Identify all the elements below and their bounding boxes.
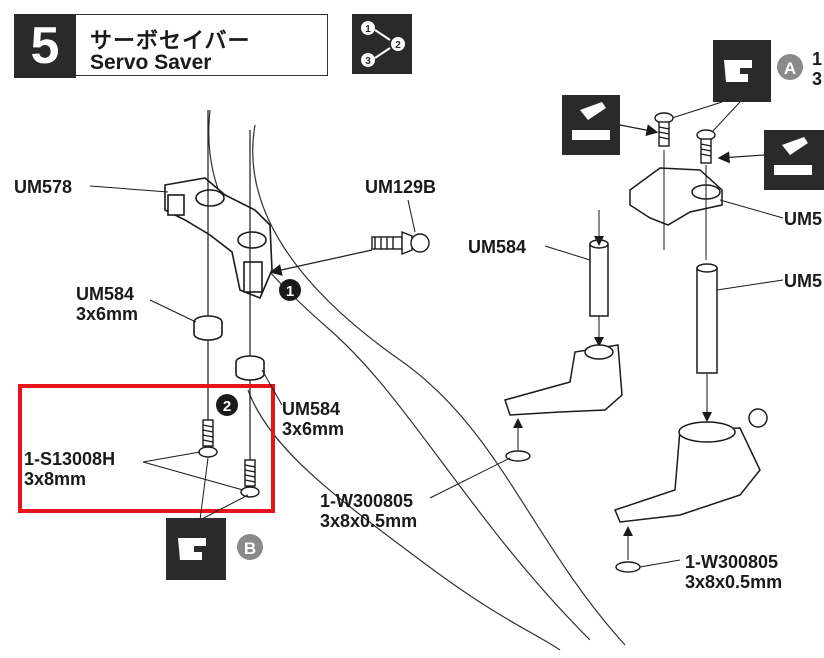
label-um584-mid-size: 3x6mm: [282, 419, 345, 439]
label-w300805-b-size: 3x8x0.5mm: [685, 572, 783, 592]
finger-point-icon-a: A: [671, 40, 803, 133]
screw-right-1: [654, 112, 674, 147]
um584-spacer-mid: [235, 355, 265, 381]
label-um578: UM578: [14, 177, 73, 197]
screw-right-2: [696, 129, 716, 164]
guide-curve-2: [252, 124, 626, 646]
order-sequence-icon: 1 2 3: [352, 14, 412, 74]
highlight-box: [18, 384, 275, 513]
label-w300805-b: 1-W300805: [685, 552, 779, 572]
finger-point-icon-b: B: [166, 457, 263, 580]
step-title-box: サーボセイバー Servo Saver: [76, 14, 328, 76]
label-edge-1: 1: [812, 49, 823, 69]
um584-post-right-2: [696, 263, 718, 374]
screw-lock-icon-2: [717, 130, 824, 190]
label-edge-3: 3: [812, 69, 823, 89]
um578-part: [164, 177, 273, 300]
step-title-en: Servo Saver: [90, 51, 212, 74]
label-um129b: UM129B: [365, 177, 437, 197]
label-w300805-a: 1-W300805: [320, 491, 414, 511]
svg-text:1: 1: [286, 283, 294, 300]
step-number: 5: [14, 14, 76, 78]
step-title-jp: サーボセイバー: [90, 28, 251, 53]
label-um5-right-a: UM5: [784, 209, 823, 229]
washer-w300805-1: [505, 450, 531, 462]
svg-text:A: A: [784, 59, 796, 78]
callout-2-icon: 2: [216, 394, 238, 416]
servo-arm-right-1: [504, 344, 623, 416]
label-w300805-a-size: 3x8x0.5mm: [320, 511, 418, 531]
svg-text:2: 2: [395, 40, 401, 51]
washer-w300805-2: [615, 561, 641, 573]
link-bracket-right: [629, 167, 723, 226]
screw-s13008h-1: [198, 419, 218, 458]
servo-arm-right-2: [613, 408, 768, 523]
label-um5-right-b: UM5: [784, 271, 823, 291]
label-um584-right: UM584: [468, 237, 527, 257]
label-um584-left-size: 3x6mm: [76, 304, 139, 324]
svg-text:3: 3: [365, 56, 371, 67]
um584-post-right-1: [589, 239, 609, 317]
label-um584-mid: UM584: [282, 399, 341, 419]
label-s13008h: 1-S13008H: [24, 449, 116, 469]
svg-text:B: B: [244, 539, 256, 558]
svg-text:2: 2: [223, 398, 231, 415]
screw-lock-icon-1: [562, 95, 659, 155]
guide-curve-3: [247, 389, 561, 651]
um584-spacer-left: [193, 315, 223, 341]
callout-1-icon: 1: [279, 279, 301, 301]
label-s13008h-size: 3x8mm: [24, 469, 87, 489]
screw-s13008h-2: [240, 459, 260, 498]
svg-text:1: 1: [365, 24, 371, 35]
label-um584-left: UM584: [76, 284, 135, 304]
um129b-ball-stud: [371, 230, 430, 256]
